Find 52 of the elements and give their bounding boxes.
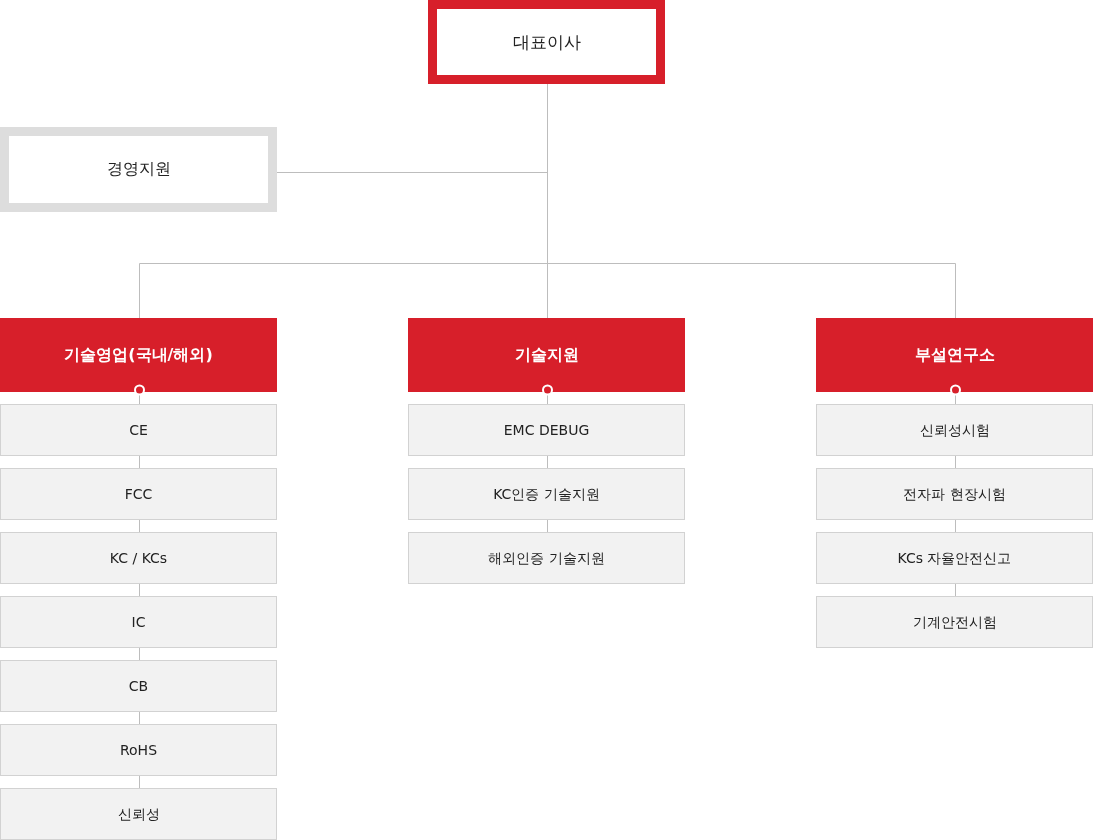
service-box xyxy=(0,468,277,520)
connector-line xyxy=(139,647,140,661)
service-box xyxy=(0,788,277,840)
service-box xyxy=(816,468,1093,520)
box-label: RoHS xyxy=(118,740,159,760)
connector-line xyxy=(139,775,140,789)
service-box xyxy=(0,596,277,648)
box-label: IC xyxy=(130,612,147,632)
box-label: 대표이사 xyxy=(511,30,582,54)
box-label: 기술영업(국내/해외) xyxy=(63,344,214,366)
box-label: 신뢰성 xyxy=(116,804,161,824)
division-header xyxy=(408,318,685,392)
connector-line xyxy=(139,711,140,725)
connector-with-dot xyxy=(950,384,961,405)
box-label: 기술지원 xyxy=(513,344,580,366)
box-label: 전자파 현장시험 xyxy=(902,484,1007,504)
box-label: 해외인증 기술지원 xyxy=(487,548,606,568)
division-header xyxy=(0,318,277,392)
box-label: 신뢰성시험 xyxy=(918,420,991,440)
box-label: 기계안전시험 xyxy=(911,612,998,632)
service-box xyxy=(816,596,1093,648)
box-label: KC / KCs xyxy=(108,548,169,568)
service-box xyxy=(0,404,277,456)
service-box xyxy=(816,404,1093,456)
service-box xyxy=(0,724,277,776)
box-label: FCC xyxy=(123,484,154,504)
connector-line xyxy=(955,519,956,533)
service-box xyxy=(816,532,1093,584)
service-box xyxy=(0,532,277,584)
service-box xyxy=(408,468,685,520)
box-label: 경영지원 xyxy=(105,159,172,180)
connector-line xyxy=(139,519,140,533)
connector-line xyxy=(139,583,140,597)
service-box xyxy=(408,404,685,456)
box-label: 부설연구소 xyxy=(913,344,996,366)
department-box xyxy=(0,127,277,212)
division-header xyxy=(816,318,1093,392)
connector-line xyxy=(139,455,140,469)
box-label: CE xyxy=(128,420,149,440)
box-label: KCs 자율안전신고 xyxy=(896,548,1013,568)
connector-with-dot xyxy=(134,384,145,405)
executive-box xyxy=(428,0,665,84)
connector-with-dot xyxy=(542,384,553,405)
connector-line xyxy=(955,455,956,469)
box-label: KC인증 기술지원 xyxy=(492,484,601,504)
connector-line xyxy=(547,519,548,533)
box-label: CB xyxy=(127,676,150,696)
service-box xyxy=(0,660,277,712)
connector-line xyxy=(547,455,548,469)
service-box xyxy=(408,532,685,584)
box-label: EMC DEBUG xyxy=(502,420,591,440)
connector-line xyxy=(955,583,956,597)
